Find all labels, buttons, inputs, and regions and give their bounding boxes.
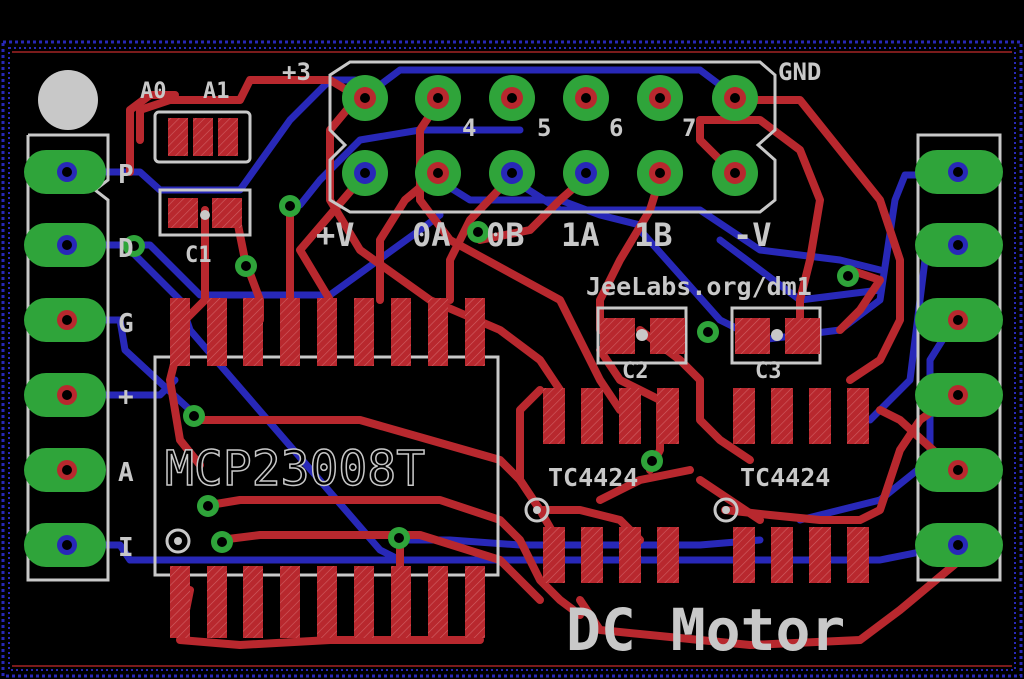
board-outline (1, 40, 1023, 678)
port-pad (915, 150, 1003, 194)
pin-label-p: P (118, 160, 134, 190)
header-pad (712, 150, 758, 196)
via (197, 495, 219, 517)
mounting-hole (38, 70, 98, 130)
port-pad (915, 373, 1003, 417)
label-c3: C3 (755, 359, 782, 384)
via (388, 527, 410, 549)
header-pad (563, 75, 609, 121)
silkscreen-text: +3 GND A0 A1 4 5 6 7 +V 0A 0B 1A 1B -V C… (118, 58, 845, 664)
via (467, 221, 489, 243)
capacitor-c3-pads (735, 318, 820, 354)
tc4424-left-pads (543, 388, 679, 583)
capacitor-c2-pads (600, 318, 685, 354)
header-pad (342, 75, 388, 121)
label-minus-v: -V (733, 216, 772, 254)
label-header-5: 5 (537, 114, 551, 142)
via (211, 531, 233, 553)
header-pad (712, 75, 758, 121)
label-mcp23008t: MCP23008T (165, 441, 425, 497)
label-header-7: 7 (682, 114, 696, 142)
header-pads (342, 75, 758, 196)
capacitor-c1-pads (168, 198, 242, 228)
label-0a: 0A (412, 216, 451, 254)
via (697, 321, 719, 343)
via (165, 528, 191, 554)
port-pad (915, 298, 1003, 342)
pin-label-plus: + (118, 382, 134, 412)
port-pad (915, 523, 1003, 567)
port-pad (915, 448, 1003, 492)
pin-label-d: D (118, 234, 134, 264)
label-jeelabs-url: JeeLabs.org/dm1 (586, 272, 812, 301)
label-c1: C1 (185, 243, 212, 268)
label-c2: C2 (622, 359, 649, 384)
mcp23008-pads (170, 298, 485, 638)
board-title: DC Motor (566, 596, 845, 664)
header-pad (637, 75, 683, 121)
via (713, 497, 739, 523)
port-pad (24, 150, 106, 194)
label-a1: A1 (203, 79, 230, 104)
header-pad (563, 150, 609, 196)
port-pad (24, 523, 106, 567)
label-header-6: 6 (609, 114, 623, 142)
pin-label-a: A (118, 458, 134, 488)
label-1a: 1A (561, 216, 600, 254)
header-pad (415, 150, 461, 196)
tc4424-right-pads (733, 388, 869, 583)
port-pad (24, 223, 106, 267)
address-jumper-pads (168, 118, 238, 156)
label-0b: 0B (486, 216, 525, 254)
via (235, 255, 257, 277)
label-a0: A0 (140, 79, 167, 104)
label-tc4424-left: TC4424 (548, 463, 638, 492)
port-pad (915, 223, 1003, 267)
via (183, 405, 205, 427)
header-pad (415, 75, 461, 121)
label-1b: 1B (634, 216, 673, 254)
label-plus3: +3 (282, 58, 311, 86)
via (123, 235, 145, 257)
via (837, 265, 859, 287)
header-pad (489, 75, 535, 121)
left-port-pads (24, 150, 106, 567)
port-pad (24, 298, 106, 342)
header-pad (489, 150, 535, 196)
label-plus-v: +V (316, 216, 355, 254)
label-tc4424-right: TC4424 (740, 463, 830, 492)
via (524, 497, 550, 523)
label-gnd: GND (778, 58, 821, 86)
pin-label-i: I (118, 533, 134, 563)
vias (123, 195, 859, 554)
header-pad (637, 150, 683, 196)
header-pad (342, 150, 388, 196)
via (279, 195, 301, 217)
right-port-pads (915, 150, 1003, 567)
silkscreen-outlines (26, 60, 1002, 582)
label-header-4: 4 (462, 114, 476, 142)
port-pad (24, 373, 106, 417)
pin-label-g: G (118, 309, 134, 339)
port-pad (24, 448, 106, 492)
via (641, 450, 663, 472)
